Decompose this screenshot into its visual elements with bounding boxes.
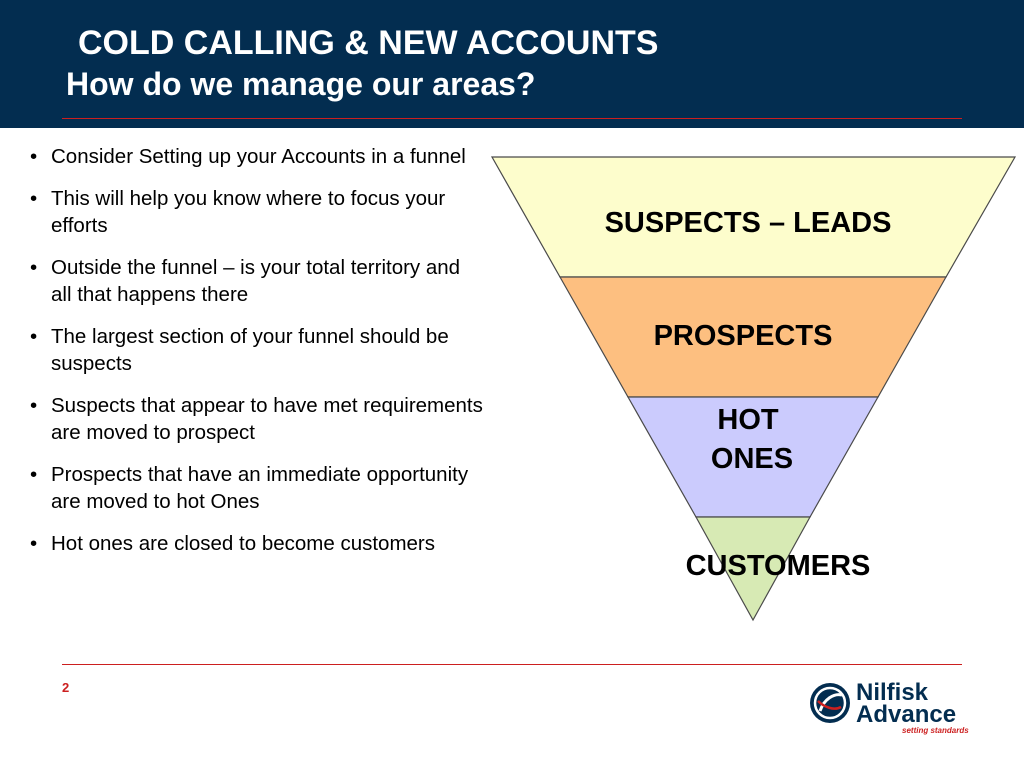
bullet-text: Suspects that appear to have met require…	[51, 394, 483, 444]
bullet-item: • Suspects that appear to have met requir…	[28, 392, 483, 446]
funnel-label-prospects: PROSPECTS	[654, 320, 833, 352]
header-divider	[62, 118, 962, 119]
bullet-item: • Outside the funnel – is your total terr…	[28, 254, 483, 308]
funnel-label-customers: CUSTOMERS	[686, 550, 871, 582]
slide-subtitle: How do we manage our areas?	[66, 66, 536, 102]
bullet-dot-icon: •	[30, 325, 38, 348]
footer-divider	[62, 664, 962, 665]
bullet-item: • This will help you know where to focus …	[28, 185, 483, 239]
funnel-label-hot: HOT	[717, 404, 779, 436]
logo-text-line2: Advance	[856, 701, 957, 728]
bullet-text: Hot ones are closed to become customers	[51, 532, 435, 555]
logo-emblem-icon	[810, 683, 850, 723]
bullet-text: Prospects that have an immediate opportu…	[51, 463, 469, 513]
header-banner: COLD CALLING & NEW ACCOUNTS How do we ma…	[0, 0, 1024, 128]
bullet-dot-icon: •	[30, 187, 38, 210]
company-logo: Nilfisk Advance setting standards	[808, 678, 969, 738]
bullet-item: • Hot ones are closed to become customers	[28, 530, 483, 557]
sales-funnel-diagram: SUSPECTS – LEADS PROSPECTS HOT ONES CUST…	[490, 156, 1017, 622]
bullet-dot-icon: •	[30, 145, 38, 168]
bullet-dot-icon: •	[30, 532, 38, 555]
funnel-label-ones: ONES	[711, 443, 793, 475]
bullet-item: • The largest section of your funnel shou…	[28, 323, 483, 377]
funnel-label-suspects: SUSPECTS – LEADS	[605, 207, 892, 239]
bullet-dot-icon: •	[30, 394, 38, 417]
bullet-text: Consider Setting up your Accounts in a f…	[51, 145, 466, 168]
bullet-item: • Prospects that have an immediate opport…	[28, 461, 483, 515]
bullet-text: The largest section of your funnel shoul…	[51, 325, 449, 375]
bullet-item: • Consider Setting up your Accounts in a …	[28, 143, 483, 170]
bullet-text: This will help you know where to focus y…	[51, 187, 446, 237]
logo-tagline: setting standards	[902, 726, 969, 735]
bullet-text: Outside the funnel – is your total terri…	[51, 256, 461, 306]
bullet-dot-icon: •	[30, 463, 38, 486]
logo-text-line1: Nilfisk	[856, 679, 929, 706]
slide-title: COLD CALLING & NEW ACCOUNTS	[78, 24, 659, 62]
page-number: 2	[62, 680, 70, 695]
funnel-stage-customers	[694, 516, 812, 622]
bullet-dot-icon: •	[30, 256, 38, 279]
bullet-list: • Consider Setting up your Accounts in a …	[28, 143, 483, 572]
